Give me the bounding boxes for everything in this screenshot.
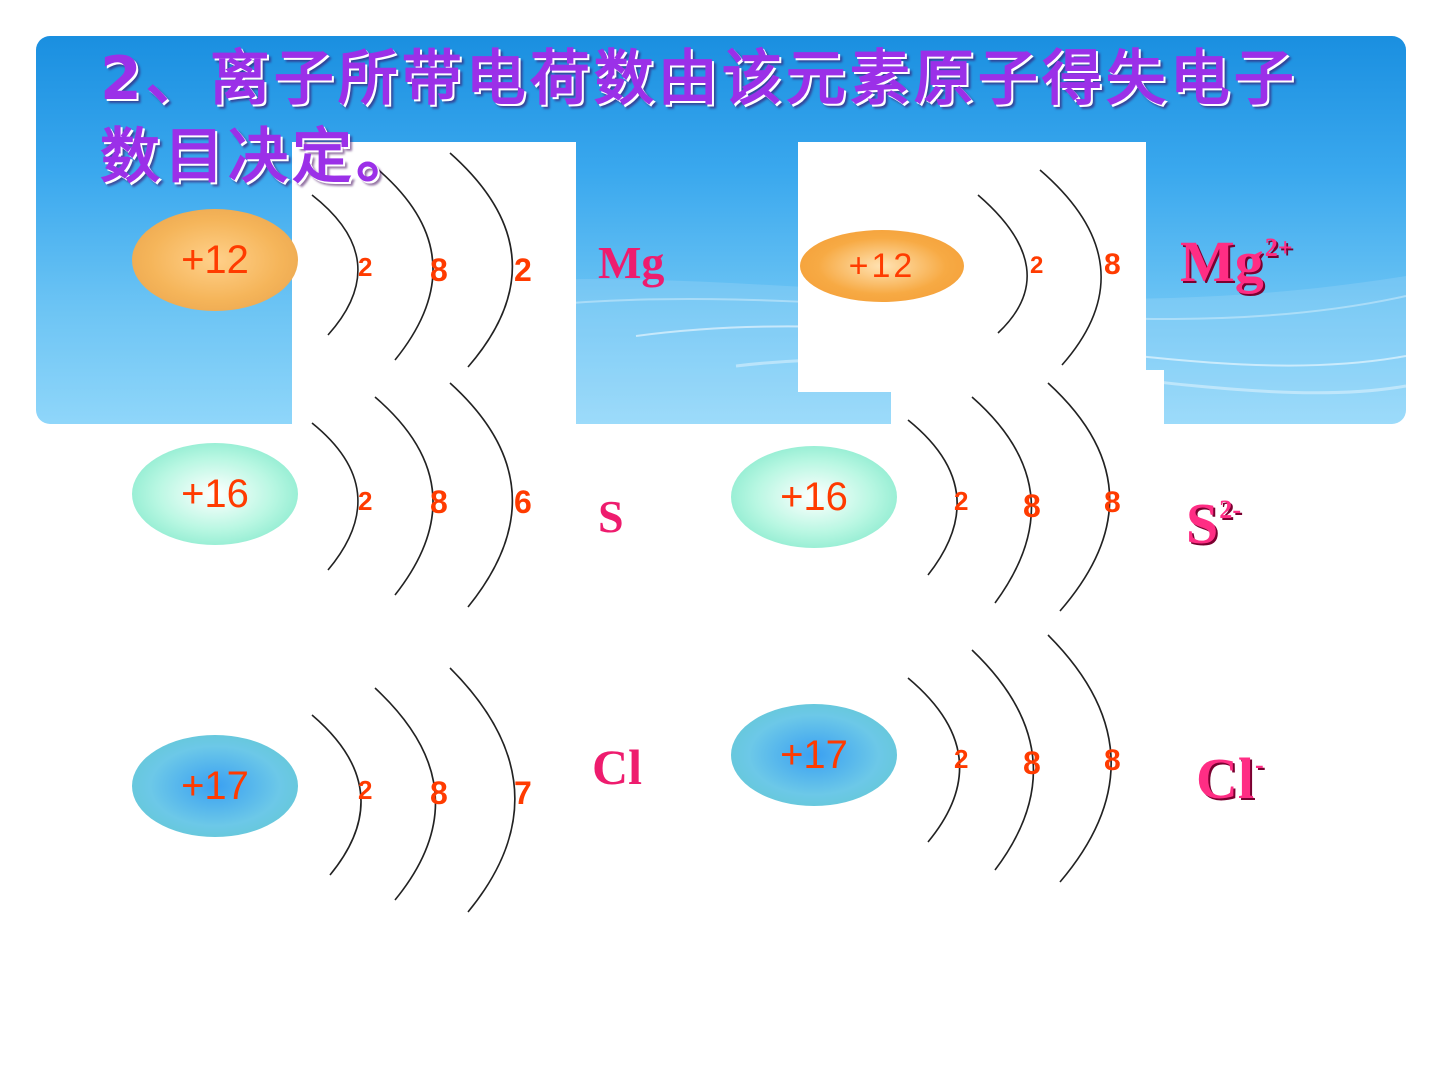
shell-count-cl-2: 8 xyxy=(430,775,448,811)
electron-shells-s-ion xyxy=(907,382,1111,612)
shell-count-cl-3: 7 xyxy=(514,775,532,811)
symbol-cl-ion: Cl- xyxy=(1196,746,1264,811)
shell-count-s-2: 8 xyxy=(430,484,448,520)
shell-count-mg-3: 2 xyxy=(514,252,532,288)
shell-count-s-ion-1: 2 xyxy=(954,486,969,516)
symbol-cl: Cl xyxy=(592,739,642,795)
electron-shells-mg-ion xyxy=(977,169,1102,366)
shell-count-s-ion-3: 8 xyxy=(1104,486,1121,519)
nucleus-mg-atom: +12 xyxy=(132,209,298,311)
nucleus-s-ion: +16 xyxy=(731,446,897,548)
shell-count-s-3: 6 xyxy=(514,484,532,520)
shell-count-cl-1: 2 xyxy=(358,775,373,805)
ion-diagram-panel-lower xyxy=(891,370,1164,430)
shell-count-mg-ion-1: 2 xyxy=(1030,252,1044,279)
shell-count-mg-ion-2: 8 xyxy=(1104,248,1121,281)
electron-shells-cl-ion xyxy=(907,634,1112,883)
symbol-mg-ion: Mg2+ xyxy=(1180,229,1293,294)
shell-count-cl-ion-1: 2 xyxy=(954,744,969,774)
electron-shells-cl-atom xyxy=(311,667,516,913)
nucleus-cl-ion: +17 xyxy=(731,704,897,806)
shell-count-cl-ion-3: 8 xyxy=(1104,744,1121,777)
symbol-mg: Mg xyxy=(598,237,665,288)
shell-count-mg-1: 2 xyxy=(358,252,373,282)
nucleus-s-atom: +16 xyxy=(132,443,298,545)
slide-title: 2、离子所带电荷数由该元素原子得失电子数目决定。 xyxy=(100,44,1298,192)
symbol-s-ion: S2- xyxy=(1186,491,1242,556)
shell-count-cl-ion-2: 8 xyxy=(1023,745,1041,781)
shell-count-mg-2: 8 xyxy=(430,252,448,288)
symbol-s: S xyxy=(598,491,624,542)
nucleus-cl-atom: +17 xyxy=(132,735,298,837)
atom-diagram-panel xyxy=(292,142,576,432)
shell-count-s-1: 2 xyxy=(358,486,373,516)
electron-shells-s-atom xyxy=(311,382,514,608)
electron-shells-mg-atom xyxy=(311,152,514,368)
nucleus-mg-ion: +12 xyxy=(800,230,964,302)
shell-count-s-ion-2: 8 xyxy=(1023,488,1041,524)
